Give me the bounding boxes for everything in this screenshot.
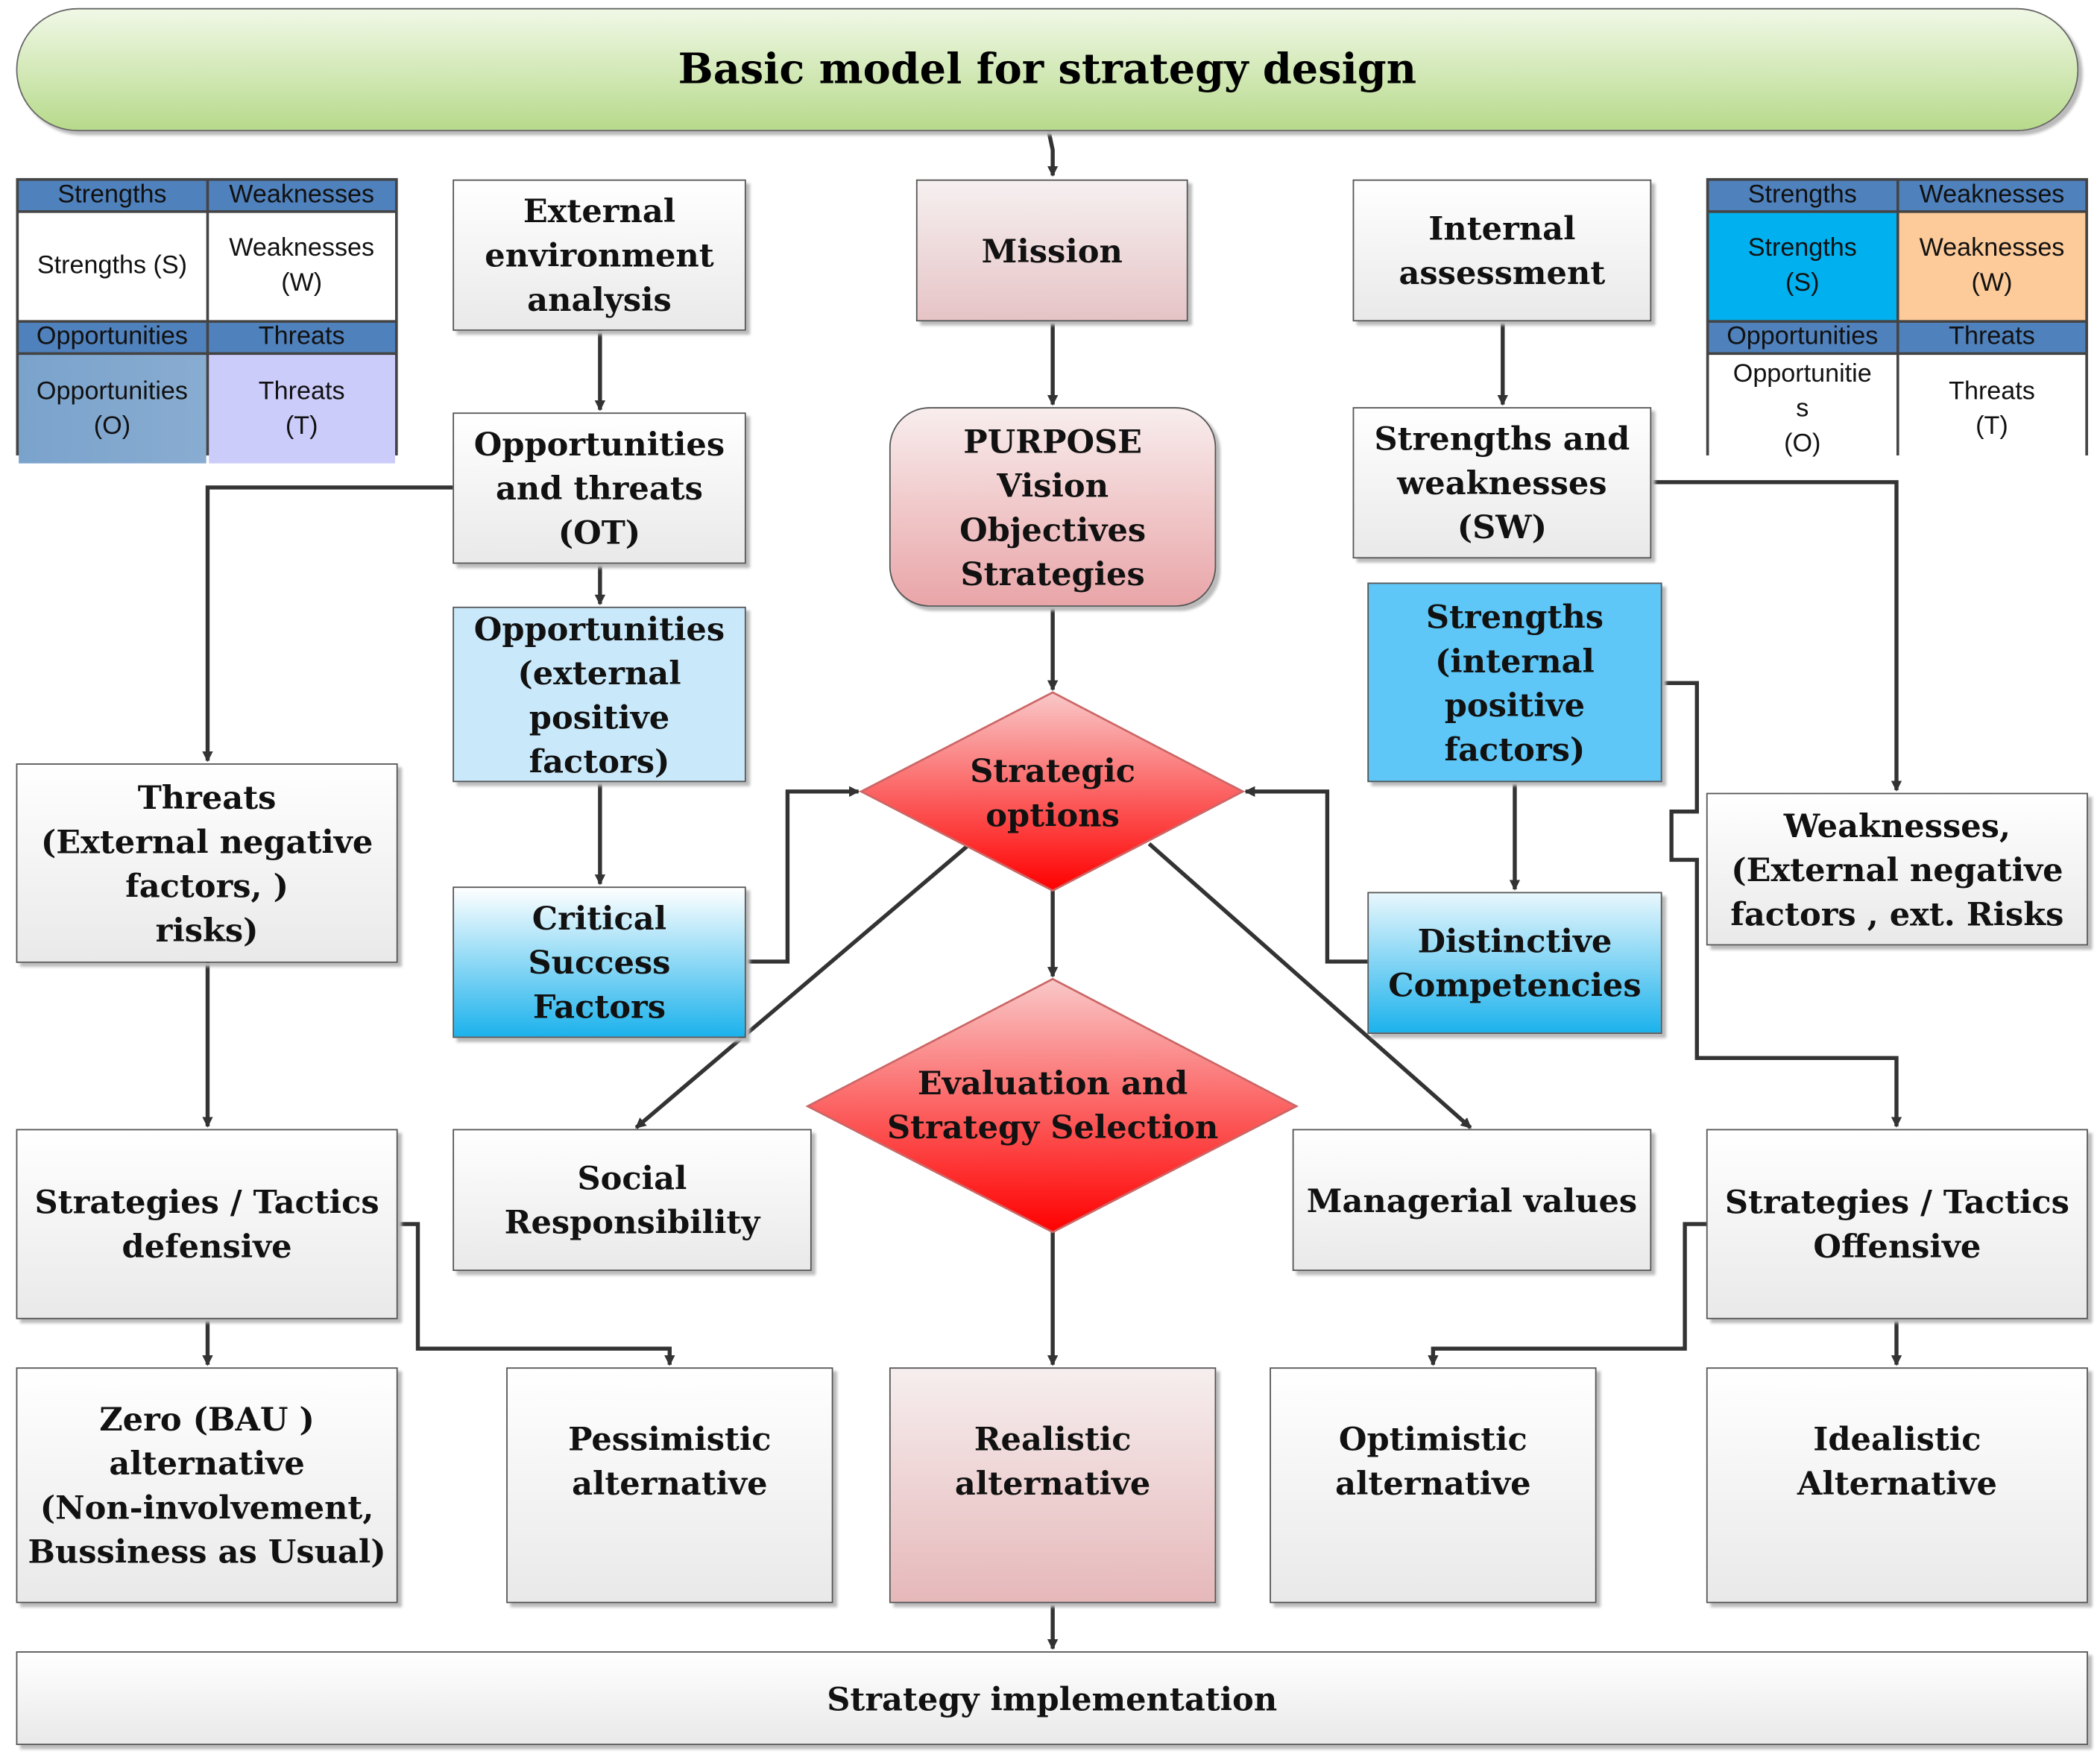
threats-box[interactable]: Threats (External negative factors, ) ri…	[16, 763, 398, 963]
swot-cell: Weaknesses (W)	[1898, 212, 2086, 321]
critical-success-factors-box[interactable]: Critical Success Factors	[453, 886, 746, 1038]
arrow-defensive-pessimistic	[397, 1222, 675, 1366]
arrow-options-managerial	[1147, 842, 1472, 1129]
weaknesses-box[interactable]: Weaknesses, (External negative factors ,…	[1706, 792, 2088, 946]
idealistic-alternative-box[interactable]: Idealistic Alternative	[1706, 1367, 2088, 1603]
managerial-values-box[interactable]: Managerial values	[1292, 1129, 1652, 1271]
strategy-implementation-box[interactable]: Strategy implementation	[16, 1651, 2088, 1745]
arrow-ot-threats	[202, 485, 453, 763]
strengths-weaknesses-box[interactable]: Strengths and weaknesses (SW)	[1352, 407, 1652, 559]
swot-header: Weaknesses	[1898, 180, 2086, 211]
swot-table-right: Strengths Weaknesses Strengths (S) Weakn…	[1706, 177, 2088, 464]
pessimistic-alternative-box[interactable]: Pessimistic alternative	[506, 1367, 833, 1603]
swot-cell: Strengths (S)	[1709, 212, 1896, 321]
title-banner: Basic model for strategy design	[16, 7, 2079, 132]
arrow-sw-weaknesses	[1651, 480, 1902, 792]
arrow-options-social	[634, 845, 968, 1129]
arrow-distinctive-options	[1244, 786, 1368, 964]
realistic-alternative-box[interactable]: Realistic alternative	[889, 1367, 1217, 1603]
swot-header: Opportunities	[1709, 322, 1896, 353]
strengths-box[interactable]: Strengths (internal positive factors)	[1367, 582, 1662, 783]
defensive-strategies-box[interactable]: Strategies / Tactics defensive	[16, 1129, 398, 1319]
optimistic-alternative-box[interactable]: Optimistic alternative	[1270, 1367, 1597, 1603]
swot-cell: Opportunities (O)	[19, 355, 206, 464]
swot-cell: Weaknesses (W)	[208, 212, 395, 321]
swot-header: Strengths	[1709, 180, 1896, 211]
strategic-options-diamond[interactable]	[859, 691, 1246, 892]
mission-box[interactable]: Mission	[915, 179, 1188, 322]
arrow-title-mission	[1047, 130, 1059, 177]
swot-cell: Opportunitie s (O)	[1709, 355, 1896, 464]
swot-header: Threats	[208, 322, 395, 353]
external-analysis-box[interactable]: External environment analysis	[453, 179, 746, 331]
swot-header: Strengths	[19, 180, 206, 211]
evaluation-label: Evaluation and Strategy Selection	[886, 1063, 1219, 1146]
distinctive-competencies-box[interactable]: Distinctive Competencies	[1367, 892, 1662, 1034]
zero-alternative-box[interactable]: Zero (BAU ) alternative (Non-involvement…	[16, 1367, 398, 1603]
strategic-options-label: Strategic options	[970, 751, 1136, 835]
swot-cell: Threats (T)	[1898, 355, 2086, 464]
opportunities-threats-box[interactable]: Opportunities and threats (OT)	[453, 412, 746, 564]
evaluation-diamond[interactable]	[805, 977, 1299, 1234]
internal-assessment-box[interactable]: Internal assessment	[1352, 179, 1652, 322]
swot-header: Opportunities	[19, 322, 206, 353]
social-responsibility-box[interactable]: Social Responsibility	[453, 1129, 812, 1271]
offensive-strategies-box[interactable]: Strategies / Tactics Offensive	[1706, 1129, 2088, 1319]
arrow-csf-options	[745, 786, 860, 964]
arrow-offensive-optimistic	[1428, 1222, 1706, 1366]
swot-header: Threats	[1898, 322, 2086, 353]
swot-table-left: Strengths Weaknesses Strengths (S) Weakn…	[16, 177, 398, 464]
swot-cell: Threats (T)	[208, 355, 395, 464]
opportunities-box[interactable]: Opportunities (external positive factors…	[453, 606, 746, 783]
arrow-strengths-offensive	[1662, 681, 1902, 1128]
swot-cell: Strengths (S)	[19, 212, 206, 321]
purpose-box[interactable]: PURPOSE Vision Objectives Strategies	[889, 407, 1217, 607]
swot-header: Weaknesses	[208, 180, 395, 211]
